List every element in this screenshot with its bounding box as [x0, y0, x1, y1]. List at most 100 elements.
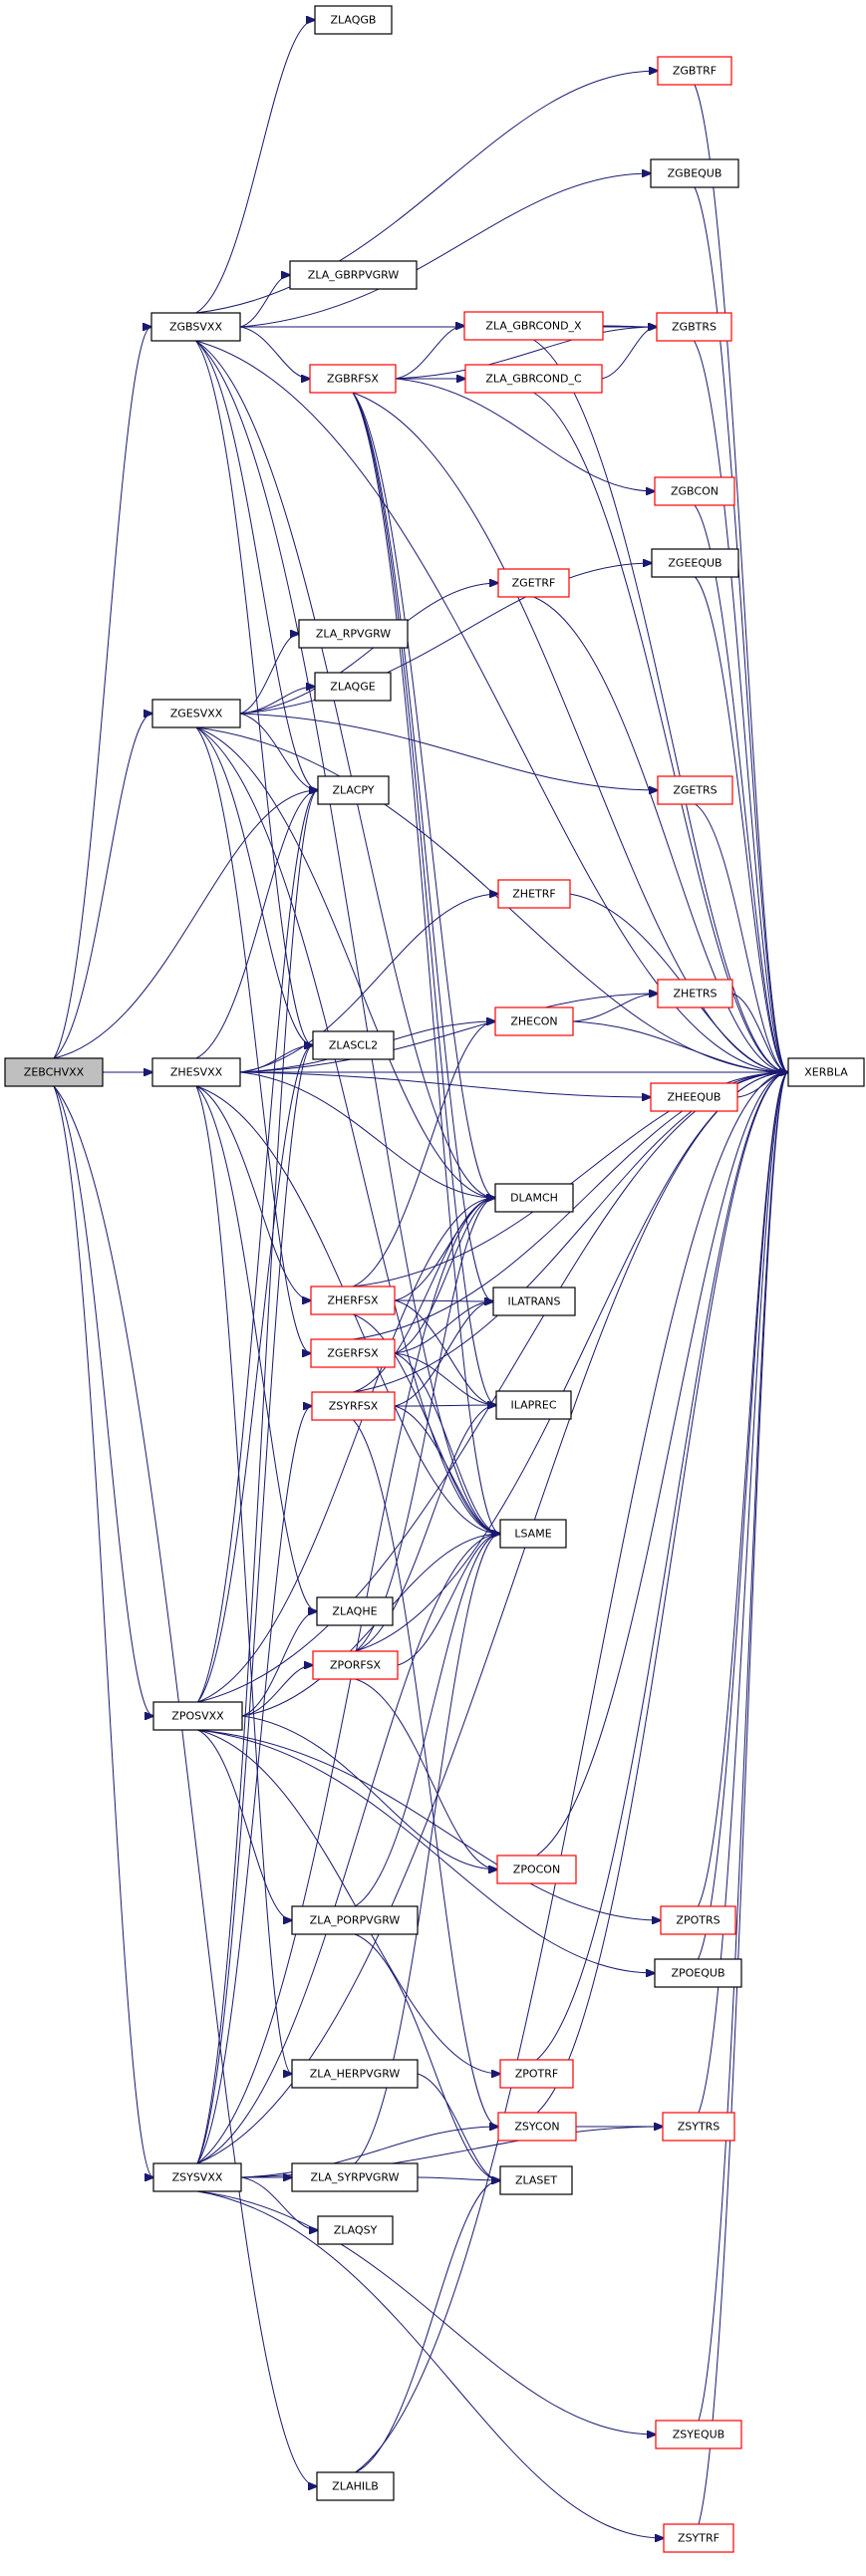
node-zla-herpvgrw[interactable]: ZLA_HERPVGRW	[291, 2059, 419, 2089]
edge-zla-herpvgrw-to-zlaset	[417, 2073, 500, 2180]
node-zlaqsy[interactable]: ZLAQSY	[317, 2215, 394, 2245]
node-zpoequb[interactable]: ZPOEQUB	[654, 1958, 742, 1988]
edge-zposvxx-to-zpoequb	[197, 1729, 656, 1973]
node-box-zpocon	[496, 1855, 577, 1884]
node-box-ilatrans	[492, 1287, 576, 1316]
edge-zposvxx-to-zlacpy	[197, 790, 319, 1703]
node-label-zgetrf: ZGETRF	[512, 577, 556, 590]
node-zhetrs[interactable]: ZHETRS	[657, 979, 733, 1008]
node-zsyequb[interactable]: ZSYEQUB	[655, 2420, 742, 2449]
node-label-ilatrans: ILATRANS	[508, 1295, 561, 1308]
node-zgbtrs[interactable]: ZGBTRS	[656, 312, 732, 342]
node-zgbequb[interactable]: ZGBEQUB	[650, 158, 739, 188]
node-zlaset[interactable]: ZLASET	[499, 2165, 573, 2195]
node-zsyrfsx[interactable]: ZSYRFSX	[311, 1391, 396, 1421]
node-zposvxx[interactable]: ZPOSVXX	[152, 1701, 243, 1731]
node-zgbrfsx[interactable]: ZGBRFSX	[309, 364, 397, 394]
node-box-zposvxx	[152, 1701, 243, 1731]
node-zla-gbrcond-x[interactable]: ZLA_GBRCOND_X	[463, 311, 604, 341]
edge-zsysvxx-to-zsyequb	[196, 2190, 656, 2434]
node-zgbcon[interactable]: ZGBCON	[654, 476, 735, 506]
node-zhetrf[interactable]: ZHETRF	[497, 879, 571, 909]
node-label-zposvxx: ZPOSVXX	[171, 1710, 224, 1723]
node-box-zgerfsx	[310, 1338, 396, 1368]
node-zgesvxx[interactable]: ZGESVXX	[151, 699, 241, 728]
node-zheequb[interactable]: ZHEEQUB	[650, 1082, 738, 1112]
node-zhecon[interactable]: ZHECON	[494, 1006, 574, 1036]
node-box-zgetrf	[497, 568, 570, 598]
edge-zgbsvxx-to-zgbrfsx	[239, 326, 310, 379]
node-label-zhetrs: ZHETRS	[673, 988, 717, 1001]
node-box-zheequb	[650, 1082, 738, 1112]
edge-zgesvxx-to-dlamch	[195, 726, 495, 1198]
node-zlahilb[interactable]: ZLAHILB	[316, 2471, 395, 2501]
node-label-zhecon: ZHECON	[510, 1015, 557, 1028]
node-zsytrs[interactable]: ZSYTRS	[662, 2112, 735, 2142]
node-box-zsytrf	[663, 2523, 734, 2553]
node-zlacpy[interactable]: ZLACPY	[317, 775, 390, 805]
node-box-zgeequb	[651, 548, 739, 578]
edge-zgbrfsx-to-ilatrans	[352, 392, 493, 1301]
edge-zherfsx-to-zhecon	[352, 1021, 495, 1288]
node-zgetrf[interactable]: ZGETRF	[497, 568, 570, 598]
edge-zgesvxx-to-zlacpy	[239, 713, 318, 790]
node-box-zgbtrs	[656, 312, 732, 342]
node-zpotrf[interactable]: ZPOTRF	[499, 2059, 574, 2089]
node-box-zhetrf	[497, 879, 571, 909]
edge-zgbsvxx-to-zlascl2	[195, 340, 314, 1045]
node-zlaqge[interactable]: ZLAQGE	[314, 672, 392, 702]
node-ilatrans[interactable]: ILATRANS	[492, 1287, 576, 1316]
node-label-zla-rpvgrw: ZLA_RPVGRW	[316, 628, 391, 641]
edge-zla-porpvgrw-to-zlaset	[354, 1933, 500, 2180]
node-zgeequb[interactable]: ZGEEQUB	[651, 548, 739, 578]
node-label-zla-porpvgrw: ZLA_PORPVGRW	[310, 1914, 401, 1927]
node-dlamch[interactable]: DLAMCH	[494, 1183, 574, 1213]
node-zherfsx[interactable]: ZHERFSX	[310, 1286, 396, 1315]
edge-zporfsx-to-lsame	[397, 1534, 500, 1666]
edge-zposvxx-to-zla-porpvgrw	[197, 1729, 293, 1920]
node-label-dlamch: DLAMCH	[510, 1192, 558, 1205]
node-zporfsx[interactable]: ZPORFSX	[312, 1650, 399, 1680]
edge-zsysvxx-to-zsyrfsx	[196, 1406, 312, 2164]
node-zpotrs[interactable]: ZPOTRS	[660, 1905, 736, 1935]
edge-zgbrfsx-to-zgbcon	[395, 378, 655, 491]
edge-zsysvxx-to-lsame	[196, 1534, 500, 2164]
node-box-zsysvxx	[152, 2162, 242, 2192]
node-label-zsytrs: ZSYTRS	[678, 2121, 721, 2134]
edge-zsysvxx-to-xerbla	[196, 1072, 788, 2164]
node-zla-gbrcond-c[interactable]: ZLA_GBRCOND_C	[464, 364, 603, 394]
node-label-zla-gbrcond-c: ZLA_GBRCOND_C	[485, 373, 582, 386]
node-box-zlaqge	[314, 672, 392, 702]
node-zla-syrpvgrw[interactable]: ZLA_SYRPVGRW	[291, 2162, 419, 2192]
node-zlascl2[interactable]: ZLASCL2	[312, 1030, 395, 1060]
node-zhesvxx[interactable]: ZHESVXX	[151, 1057, 241, 1087]
node-zsysvxx[interactable]: ZSYSVXX	[152, 2162, 242, 2192]
node-xerbla[interactable]: XERBLA	[787, 1057, 865, 1087]
edge-zgbtrs-to-xerbla	[694, 340, 789, 1072]
node-label-zsycon: ZSYCON	[514, 2121, 559, 2134]
node-zgbtrf[interactable]: ZGBTRF	[657, 56, 732, 86]
node-label-zebchvxx: ZEBCHVXX	[24, 1066, 85, 1079]
edge-zsysvxx-to-dlamch	[196, 1198, 495, 2164]
edge-zgbrfsx-to-zla-gbrcond-x	[395, 326, 464, 380]
edge-zebchvxx-to-zlahilb	[53, 1085, 317, 2486]
edge-zsyrfsx-to-ilatrans	[394, 1301, 493, 1407]
node-zsycon[interactable]: ZSYCON	[497, 2112, 577, 2142]
node-zla-gbrpvgrw[interactable]: ZLA_GBRPVGRW	[289, 260, 418, 290]
node-zla-porpvgrw[interactable]: ZLA_PORPVGRW	[291, 1905, 419, 1935]
node-label-zlascl2: ZLASCL2	[329, 1039, 378, 1052]
edge-zsytrs-to-xerbla	[698, 1072, 788, 2114]
node-zlaqhe[interactable]: ZLAQHE	[316, 1596, 394, 1626]
node-zlaqgb[interactable]: ZLAQGB	[314, 5, 393, 35]
node-label-zpocon: ZPOCON	[513, 1863, 560, 1876]
node-zsytrf[interactable]: ZSYTRF	[663, 2523, 734, 2553]
node-box-zlaqhe	[316, 1596, 394, 1626]
node-zgerfsx[interactable]: ZGERFSX	[310, 1338, 396, 1368]
node-zla-rpvgrw[interactable]: ZLA_RPVGRW	[298, 619, 409, 649]
node-zgbsvxx[interactable]: ZGBSVXX	[150, 312, 241, 342]
node-zpocon[interactable]: ZPOCON	[496, 1855, 577, 1884]
node-ilaprec[interactable]: ILAPREC	[495, 1390, 572, 1420]
node-zgetrs[interactable]: ZGETRS	[657, 775, 733, 805]
edge-zhesvxx-to-zherfsx	[195, 1085, 311, 1300]
node-lsame[interactable]: LSAME	[499, 1519, 567, 1549]
